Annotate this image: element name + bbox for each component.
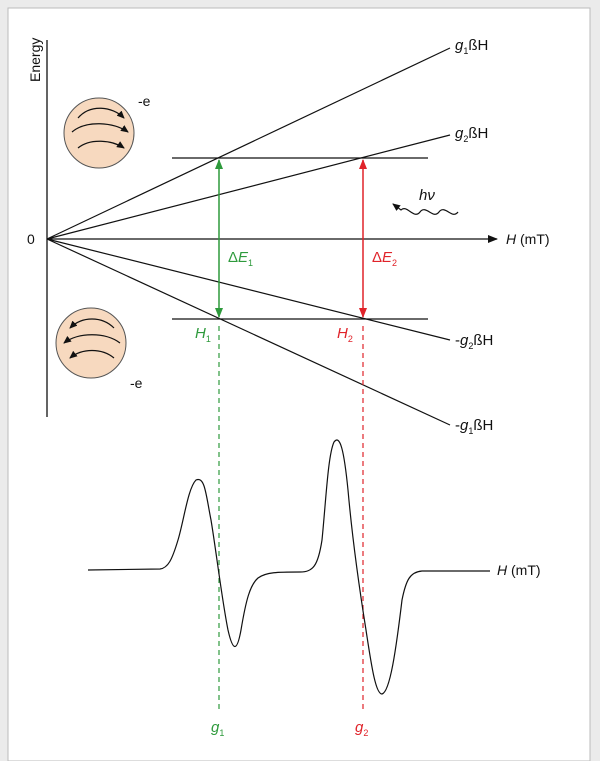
lower-electron-label: -e [130, 375, 143, 391]
field-axis-unit: (mT) [516, 231, 549, 247]
photon-label: hν [419, 187, 435, 204]
upper-electron-label: -e [138, 93, 151, 109]
g2-lower-label: -g2ßH [455, 332, 493, 351]
spectrum-field-unit: (mT) [507, 562, 540, 578]
field-axis-label: H (mT) [506, 231, 550, 247]
electron-spin-down [56, 308, 126, 378]
energy-axis-label: Energy [27, 38, 43, 82]
g1-lower-label: -g1ßH [455, 417, 493, 436]
g1-upper-label: g1ßH [455, 37, 488, 56]
origin-label: 0 [27, 231, 35, 247]
spectrum-field-label: H (mT) [497, 562, 541, 578]
electron-spin-up [64, 98, 134, 168]
g2-upper-label: g2ßH [455, 125, 488, 144]
